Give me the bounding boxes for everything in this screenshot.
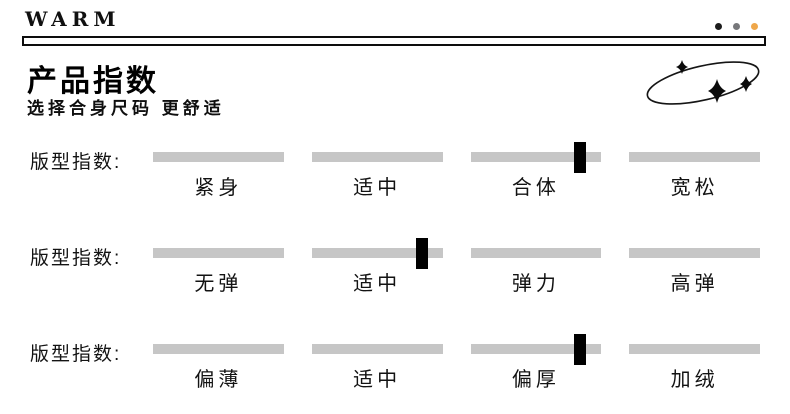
index-row-label: 版型指数:	[30, 152, 122, 173]
scale-option-label: 无弹	[194, 273, 243, 295]
index-row: 版型指数: 无弹 适中 弹力 高弹	[30, 238, 760, 296]
brand-logo: WARM	[25, 7, 121, 31]
page-subtitle: 选择合身尺码 更舒适	[27, 99, 225, 118]
scale-segment: 适中	[311, 238, 443, 296]
selected-level-marker	[574, 142, 587, 173]
scale-bar	[311, 152, 443, 162]
scale-option-label: 加绒	[670, 369, 719, 391]
scale-segment: 加绒	[629, 344, 760, 392]
selected-level-marker	[415, 238, 428, 269]
scale-segments: 偏薄 适中 偏厚 加绒	[153, 334, 760, 392]
scale-option-label: 合体	[511, 177, 560, 199]
scale-option-label: 偏厚	[511, 369, 560, 391]
scale-segment: 偏薄	[153, 344, 284, 392]
scale-bar	[153, 248, 284, 258]
scale-bar	[629, 344, 760, 354]
index-row: 版型指数: 偏薄 适中 偏厚 加绒	[30, 334, 760, 392]
scale-segment: 偏厚	[470, 334, 602, 392]
scale-segment: 紧身	[153, 152, 284, 200]
window-dot-black	[715, 23, 722, 30]
scale-option-label: 适中	[353, 177, 402, 199]
window-dot-gray	[733, 23, 740, 30]
scale-bar	[470, 344, 602, 354]
scale-option-label: 紧身	[194, 177, 243, 199]
scale-segment: 高弹	[629, 248, 760, 296]
scale-segment: 合体	[470, 142, 602, 200]
scale-option-label: 适中	[353, 369, 402, 391]
scale-option-label: 高弹	[670, 273, 719, 295]
scale-option-label: 适中	[353, 273, 402, 295]
window-dot-orange	[751, 23, 758, 30]
scale-bar	[311, 344, 443, 354]
index-row-label: 版型指数:	[30, 248, 122, 269]
scale-segment: 弹力	[470, 248, 602, 296]
scale-segment: 适中	[311, 152, 443, 200]
scale-bar	[629, 248, 760, 258]
scale-option-label: 弹力	[511, 273, 560, 295]
scale-bar	[629, 152, 760, 162]
header-rule	[22, 36, 766, 46]
scale-segment: 宽松	[629, 152, 760, 200]
index-row: 版型指数: 紧身 适中 合体 宽松	[30, 142, 760, 200]
index-row-label: 版型指数:	[30, 344, 122, 365]
page-title: 产品指数	[27, 65, 159, 98]
sparkle-ellipse-icon	[646, 60, 760, 105]
scale-segments: 无弹 适中 弹力 高弹	[153, 238, 760, 296]
scale-bar	[470, 248, 602, 258]
selected-level-marker	[574, 334, 587, 365]
scale-bar	[153, 344, 284, 354]
scale-option-label: 偏薄	[194, 369, 243, 391]
scale-segments: 紧身 适中 合体 宽松	[153, 142, 760, 200]
window-dots	[715, 23, 758, 30]
scale-option-label: 宽松	[670, 177, 719, 199]
scale-segment: 适中	[311, 344, 443, 392]
scale-bar	[153, 152, 284, 162]
scale-bar	[470, 152, 602, 162]
scale-segment: 无弹	[153, 248, 284, 296]
scale-bar	[311, 248, 443, 258]
